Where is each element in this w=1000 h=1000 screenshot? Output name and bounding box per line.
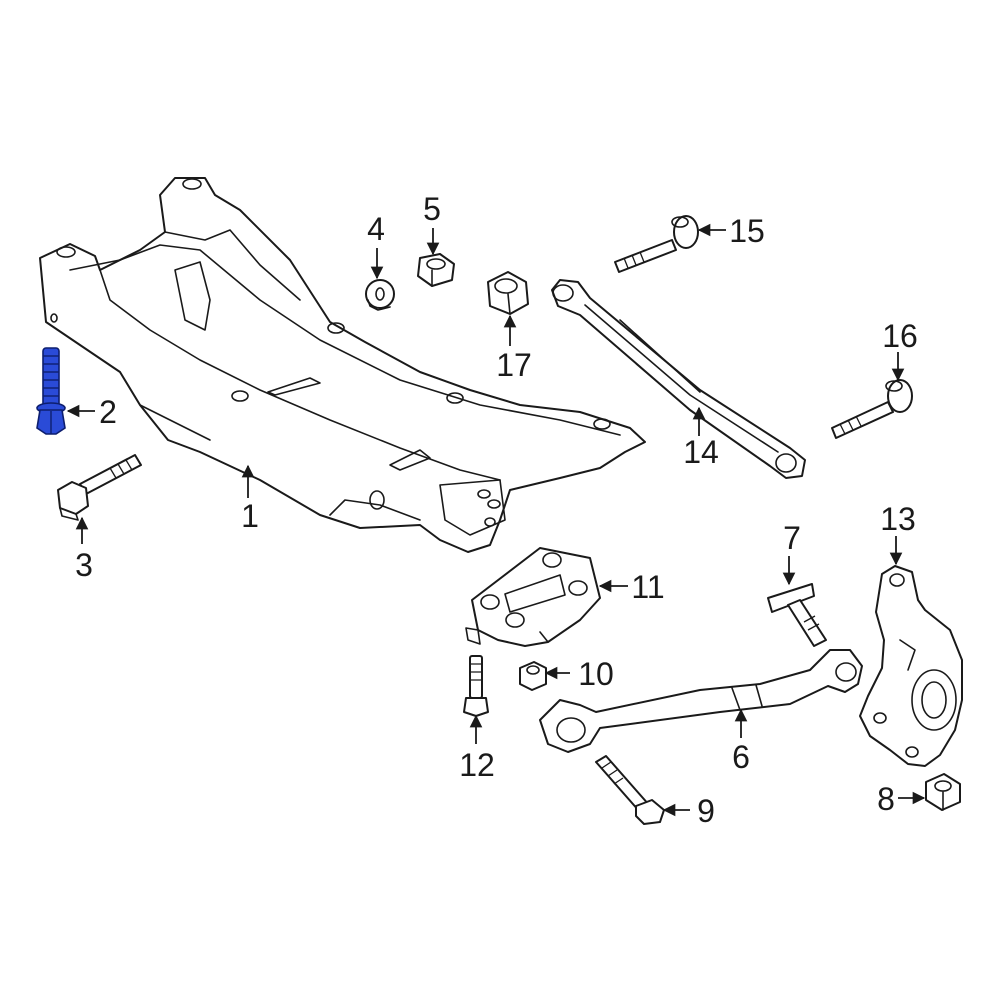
callout-15: 15: [729, 213, 765, 249]
callout-8: 8: [877, 781, 895, 817]
bolt-part-15[interactable]: [614, 215, 699, 273]
nut-part-17[interactable]: [487, 271, 529, 315]
callout-3: 3: [75, 547, 93, 583]
callout-16: 16: [882, 318, 918, 354]
leader-lines: [66, 223, 926, 817]
cam-bolt-part-7[interactable]: [767, 583, 827, 647]
callout-6: 6: [732, 739, 750, 775]
callout-10: 10: [578, 656, 614, 692]
callout-labels: 1 2 3 4 5 6 7 8 9 10 11 12 13 14 15 16 1…: [75, 191, 918, 829]
callout-17: 17: [496, 347, 532, 383]
bolt-part-3[interactable]: [57, 454, 142, 521]
knuckle-part-13[interactable]: [859, 565, 963, 767]
callout-2: 2: [99, 394, 117, 430]
bolt-part-12[interactable]: [463, 655, 489, 717]
callout-1: 1: [241, 498, 259, 534]
bracket-part-11[interactable]: [465, 547, 601, 647]
callout-4: 4: [367, 211, 385, 247]
callout-13: 13: [880, 501, 916, 537]
control-arm-part-6[interactable]: [539, 649, 863, 753]
link-arm-part-14[interactable]: [551, 279, 806, 479]
crossmember-part-1[interactable]: [39, 177, 646, 553]
bolt-part-9[interactable]: [595, 755, 665, 825]
stud-bolt-part-2[interactable]: [36, 347, 66, 435]
washer-part-4[interactable]: [365, 279, 395, 311]
callout-14: 14: [683, 434, 719, 470]
nut-part-5[interactable]: [417, 253, 455, 287]
callout-12: 12: [459, 747, 495, 783]
callout-9: 9: [697, 793, 715, 829]
callout-11: 11: [631, 569, 664, 605]
nut-part-10[interactable]: [519, 661, 547, 691]
callout-7: 7: [783, 520, 801, 556]
callout-5: 5: [423, 191, 441, 227]
nut-part-8[interactable]: [925, 773, 961, 811]
bolt-part-16[interactable]: [831, 379, 913, 439]
